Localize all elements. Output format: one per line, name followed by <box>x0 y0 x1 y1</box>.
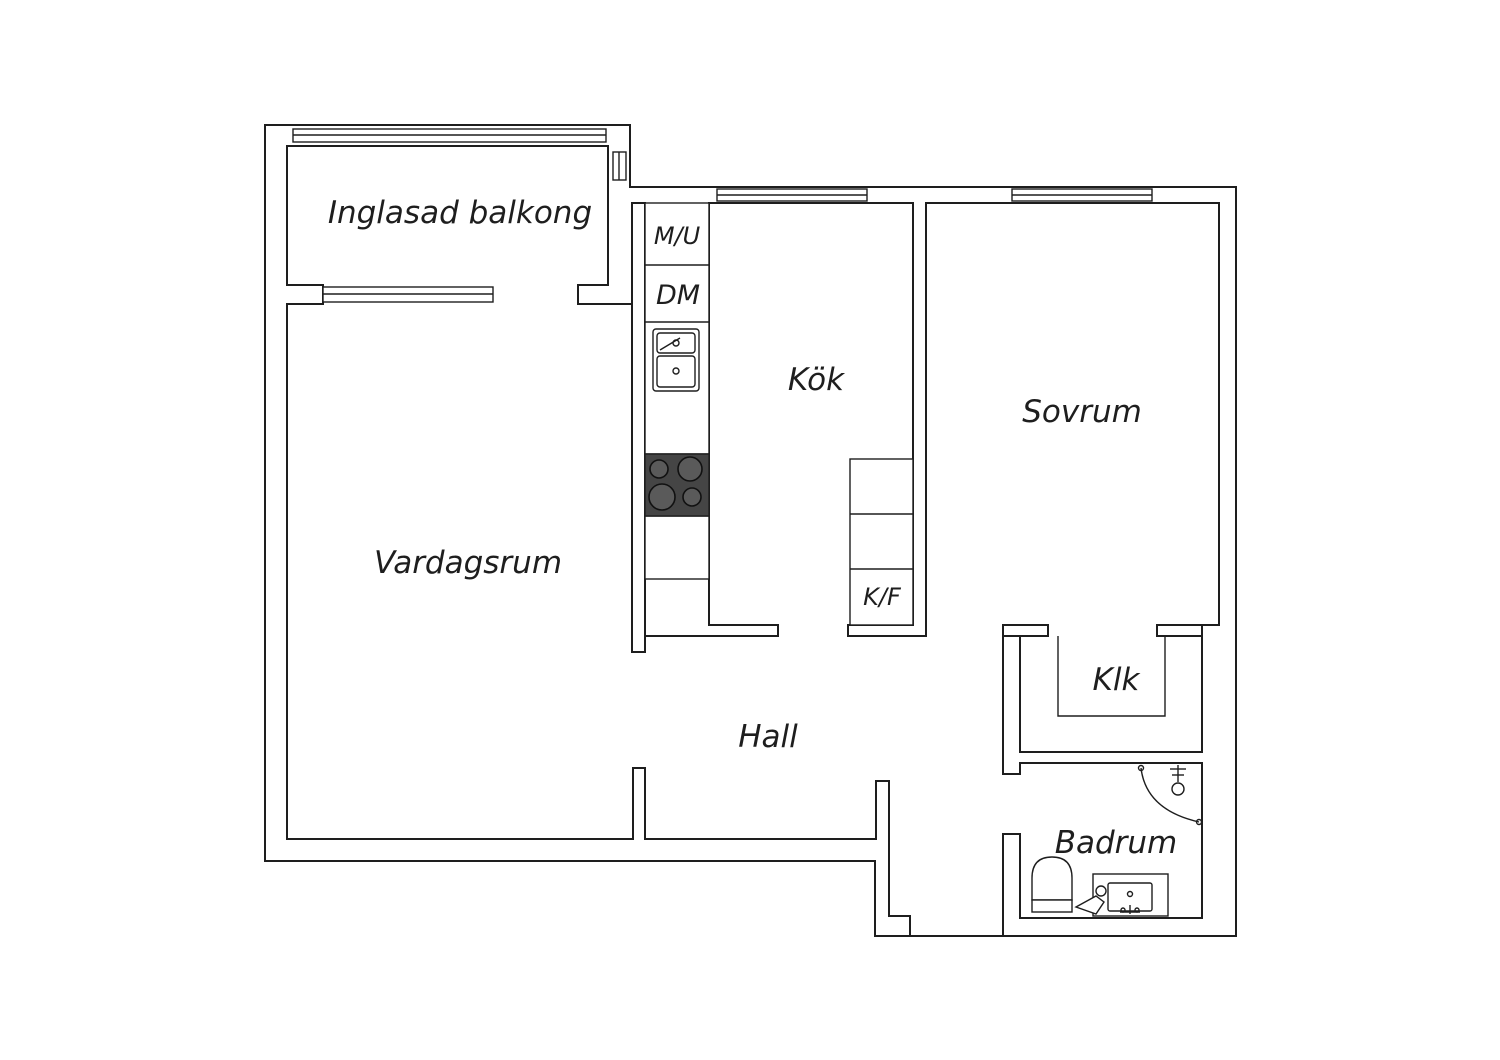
fridge-cabinets <box>849 458 914 626</box>
window-kitchen <box>716 188 868 202</box>
stove-hob <box>644 453 710 517</box>
label-washer: M/U <box>654 222 701 250</box>
label-bathroom: Badrum <box>1055 825 1178 861</box>
walls <box>264 124 1237 937</box>
window-balcony-top <box>292 128 607 143</box>
window-bedroom <box>1011 188 1153 202</box>
label-bedroom: Sovrum <box>1022 394 1142 430</box>
label-closet: Klk <box>1093 662 1141 698</box>
window-balcony-side <box>612 151 627 181</box>
kitchen-sink <box>652 328 700 392</box>
label-fridge-freezer: K/F <box>863 583 902 611</box>
label-living-room: Vardagsrum <box>374 545 562 581</box>
label-dishwasher: DM <box>656 280 700 311</box>
bathroom-sink <box>1074 873 1169 917</box>
windows <box>292 128 1153 303</box>
toilet <box>1031 856 1073 913</box>
shower <box>1137 764 1203 826</box>
window-living <box>322 286 494 303</box>
label-hall: Hall <box>738 719 798 755</box>
label-kitchen: Kök <box>788 362 845 398</box>
label-balcony: Inglasad balkong <box>328 195 592 231</box>
appliance-labels: M/U DM K/F <box>654 222 902 611</box>
room-labels: Inglasad balkong Vardagsrum Kök Sovrum H… <box>328 195 1177 861</box>
